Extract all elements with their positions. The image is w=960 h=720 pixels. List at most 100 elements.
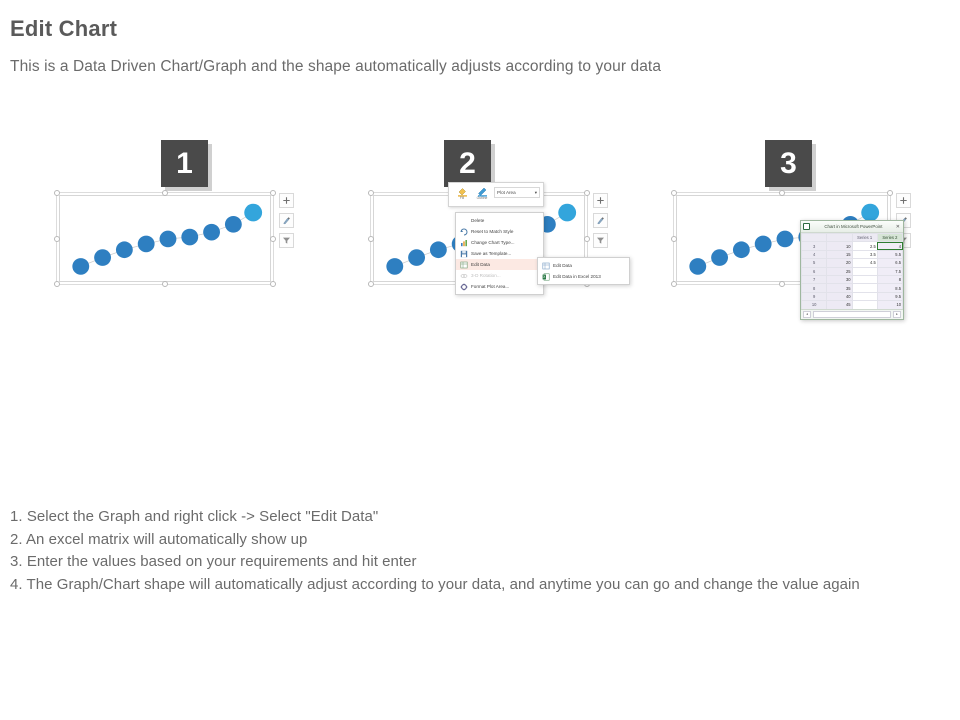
- chart-styles-button[interactable]: [279, 213, 294, 228]
- menu-item-label: Reset to Match Style: [471, 229, 514, 234]
- resize-handle-bottom-center[interactable]: [779, 281, 785, 287]
- cell-series1[interactable]: [851, 266, 878, 276]
- cell-category[interactable]: 25: [826, 266, 853, 276]
- resize-handle-top-center[interactable]: [162, 190, 168, 196]
- column-header-series2[interactable]: Series 2: [876, 233, 903, 243]
- resize-handle-middle-left[interactable]: [671, 235, 677, 242]
- menu-item-delete[interactable]: Delete: [456, 215, 543, 226]
- menu-item-label: Edit Data: [471, 262, 490, 267]
- spreadsheet-grid-area[interactable]: Series 1 Series 2 3 10 2.5 4 4 15 3.5 5.…: [801, 232, 903, 309]
- cell-category[interactable]: 40: [826, 291, 853, 302]
- cell-series2[interactable]: 8.5: [876, 283, 903, 293]
- save-template-icon: [459, 249, 468, 258]
- resize-handle-top-right[interactable]: [270, 190, 276, 196]
- menu-item-reset-to-match-style[interactable]: Reset to Match Style: [456, 226, 543, 237]
- fill-button[interactable]: Fill: [452, 185, 472, 201]
- cell-series2[interactable]: 7.5: [876, 266, 903, 276]
- table-row[interactable]: 5 20 4.5 6.5: [801, 258, 903, 268]
- chart-elements-button[interactable]: [279, 193, 294, 208]
- row-number[interactable]: 10: [801, 300, 828, 309]
- edit-data-submenu[interactable]: Edit Data X Edit Data in Excel 2013: [537, 257, 630, 285]
- row-number[interactable]: 9: [801, 291, 828, 302]
- chart-filters-button[interactable]: [279, 233, 294, 248]
- table-row[interactable]: 9 40 9.5: [801, 291, 903, 302]
- table-row[interactable]: 3 10 2.5 4: [801, 241, 903, 251]
- mini-toolbar[interactable]: Fill Outline Plot Area ▾: [448, 182, 544, 207]
- resize-handle-top-left[interactable]: [368, 190, 374, 196]
- resize-handle-middle-left[interactable]: [54, 235, 60, 242]
- cell-series2[interactable]: 9.5: [876, 291, 903, 302]
- resize-handle-bottom-left[interactable]: [368, 281, 374, 287]
- chart-type-icon: [459, 238, 468, 247]
- menu-item-edit-data[interactable]: Edit Data ▸: [456, 259, 543, 270]
- data-grid[interactable]: Series 1 Series 2 3 10 2.5 4 4 15 3.5 5.…: [801, 233, 903, 309]
- spreadsheet-window[interactable]: Chart in Microsoft PowerPoint ✕ Series 1…: [800, 220, 904, 320]
- cell-series2[interactable]: 8: [876, 274, 903, 285]
- resize-handle-bottom-left[interactable]: [671, 281, 677, 287]
- resize-handle-top-left[interactable]: [54, 190, 60, 196]
- cell-category[interactable]: 45: [826, 300, 853, 309]
- scroll-track[interactable]: [813, 310, 891, 319]
- resize-handle-top-right[interactable]: [887, 190, 893, 196]
- cell-category[interactable]: 10: [826, 241, 853, 251]
- resize-handle-bottom-left[interactable]: [54, 281, 60, 287]
- row-number[interactable]: 5: [801, 258, 828, 268]
- scroll-right-button[interactable]: ▸: [893, 310, 901, 319]
- table-row[interactable]: 7 30 8: [801, 274, 903, 285]
- resize-handle-top-right[interactable]: [584, 190, 590, 196]
- submenu-item-edit-data-in-excel[interactable]: X Edit Data in Excel 2013: [538, 271, 629, 282]
- outline-button[interactable]: Outline: [472, 185, 492, 201]
- row-number[interactable]: 6: [801, 266, 828, 276]
- resize-handle-middle-right[interactable]: [270, 235, 276, 242]
- resize-handle-top-center[interactable]: [779, 190, 785, 196]
- cell-series1[interactable]: 4.5: [851, 258, 878, 268]
- row-number[interactable]: 4: [801, 249, 828, 260]
- cell-series1[interactable]: [851, 291, 878, 302]
- cell-series1[interactable]: 2.5: [851, 241, 878, 251]
- resize-handle-middle-left[interactable]: [368, 235, 374, 242]
- cell-series2[interactable]: 5.5: [876, 249, 903, 260]
- row-number[interactable]: 8: [801, 283, 828, 293]
- table-row[interactable]: 6 25 7.5: [801, 266, 903, 276]
- chart-object-1[interactable]: [54, 190, 276, 287]
- cell-series1[interactable]: 3.5: [851, 249, 878, 260]
- cell-category[interactable]: 15: [826, 249, 853, 260]
- cell-series2[interactable]: 4: [876, 241, 903, 251]
- chart-filters-button[interactable]: [593, 233, 608, 248]
- brush-icon: [283, 217, 290, 225]
- cell-series2[interactable]: 6.5: [876, 258, 903, 268]
- cell-category[interactable]: 30: [826, 274, 853, 285]
- resize-handle-middle-right[interactable]: [584, 235, 590, 242]
- cell-series1[interactable]: [851, 274, 878, 285]
- plus-icon: [597, 197, 604, 204]
- scroll-left-button[interactable]: ◂: [803, 310, 811, 319]
- resize-handle-top-left[interactable]: [671, 190, 677, 196]
- resize-handle-bottom-right[interactable]: [270, 281, 276, 287]
- column-header-category[interactable]: [826, 233, 853, 243]
- chart-elements-button[interactable]: [896, 193, 911, 208]
- cell-series1[interactable]: [851, 283, 878, 293]
- cell-series2[interactable]: 10: [876, 300, 903, 309]
- cell-category[interactable]: 35: [826, 283, 853, 293]
- chart-elements-button[interactable]: [593, 193, 608, 208]
- chart-styles-button[interactable]: [593, 213, 608, 228]
- menu-item-format-plot-area[interactable]: Format Plot Area...: [456, 281, 543, 292]
- resize-handle-bottom-center[interactable]: [162, 281, 168, 287]
- column-header-series1[interactable]: Series 1: [851, 233, 878, 243]
- submenu-item-edit-data[interactable]: Edit Data: [538, 260, 629, 271]
- cell-series1[interactable]: [851, 300, 878, 309]
- row-number[interactable]: 7: [801, 274, 828, 285]
- context-menu[interactable]: Delete Reset to Match Style Change Chart…: [455, 212, 544, 295]
- chart-side-tools-2: [593, 193, 608, 253]
- spreadsheet-titlebar[interactable]: Chart in Microsoft PowerPoint ✕: [801, 221, 903, 232]
- spreadsheet-scrollbar[interactable]: ◂ ▸: [801, 309, 903, 319]
- row-number[interactable]: 3: [801, 241, 828, 251]
- menu-item-change-chart-type[interactable]: Change Chart Type...: [456, 237, 543, 248]
- cell-category[interactable]: 20: [826, 258, 853, 268]
- close-icon[interactable]: ✕: [895, 223, 900, 230]
- table-row[interactable]: 8 35 8.5: [801, 283, 903, 293]
- menu-item-save-as-template[interactable]: Save as Template...: [456, 248, 543, 259]
- plot-area-dropdown[interactable]: Plot Area ▾: [494, 187, 540, 198]
- table-row[interactable]: 4 15 3.5 5.5: [801, 249, 903, 260]
- table-row[interactable]: 10 45 10: [801, 300, 903, 309]
